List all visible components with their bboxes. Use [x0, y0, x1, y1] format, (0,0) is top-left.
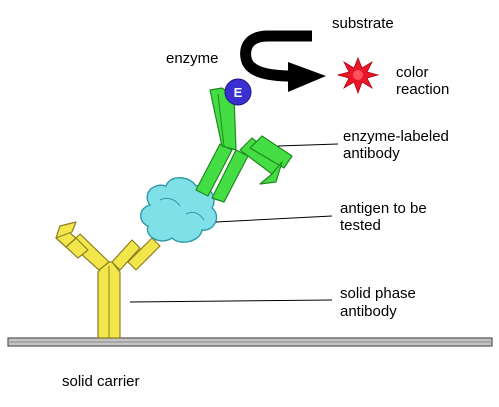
leader-solid-phase-antibody [129, 299, 333, 303]
color-reaction-label-line1: color [396, 64, 429, 81]
antigen-label-line1: antigen to be [340, 200, 427, 217]
enzyme-labeled-antibody-label-line1: enzyme-labeled [343, 128, 449, 145]
enzyme-label: enzyme [166, 50, 219, 67]
enzyme-ball: E [224, 78, 252, 106]
curved-arrow-icon [240, 30, 326, 92]
antigen-label-line2: tested [340, 217, 381, 234]
leader-lines [129, 143, 339, 303]
solid-carrier-plate [7, 337, 493, 347]
leader-enzyme-labeled-antibody [277, 143, 339, 147]
starburst-icon [336, 56, 380, 95]
substrate-label: substrate [332, 15, 394, 32]
solid-phase-antibody-label-line1: solid phase [340, 285, 416, 302]
antigen-shape [140, 177, 218, 243]
color-reaction-label-line2: reaction [396, 81, 449, 98]
enzyme-labeled-antibody-label-line2: antibody [343, 145, 400, 162]
solid-phase-antibody-shape [55, 221, 161, 339]
enzyme-labeled-antibody-shape [195, 87, 293, 203]
enzyme-letter: E [234, 85, 243, 100]
solid-carrier-label: solid carrier [62, 373, 140, 390]
solid-phase-antibody-label-line2: antibody [340, 303, 397, 320]
leader-antigen [215, 215, 333, 223]
